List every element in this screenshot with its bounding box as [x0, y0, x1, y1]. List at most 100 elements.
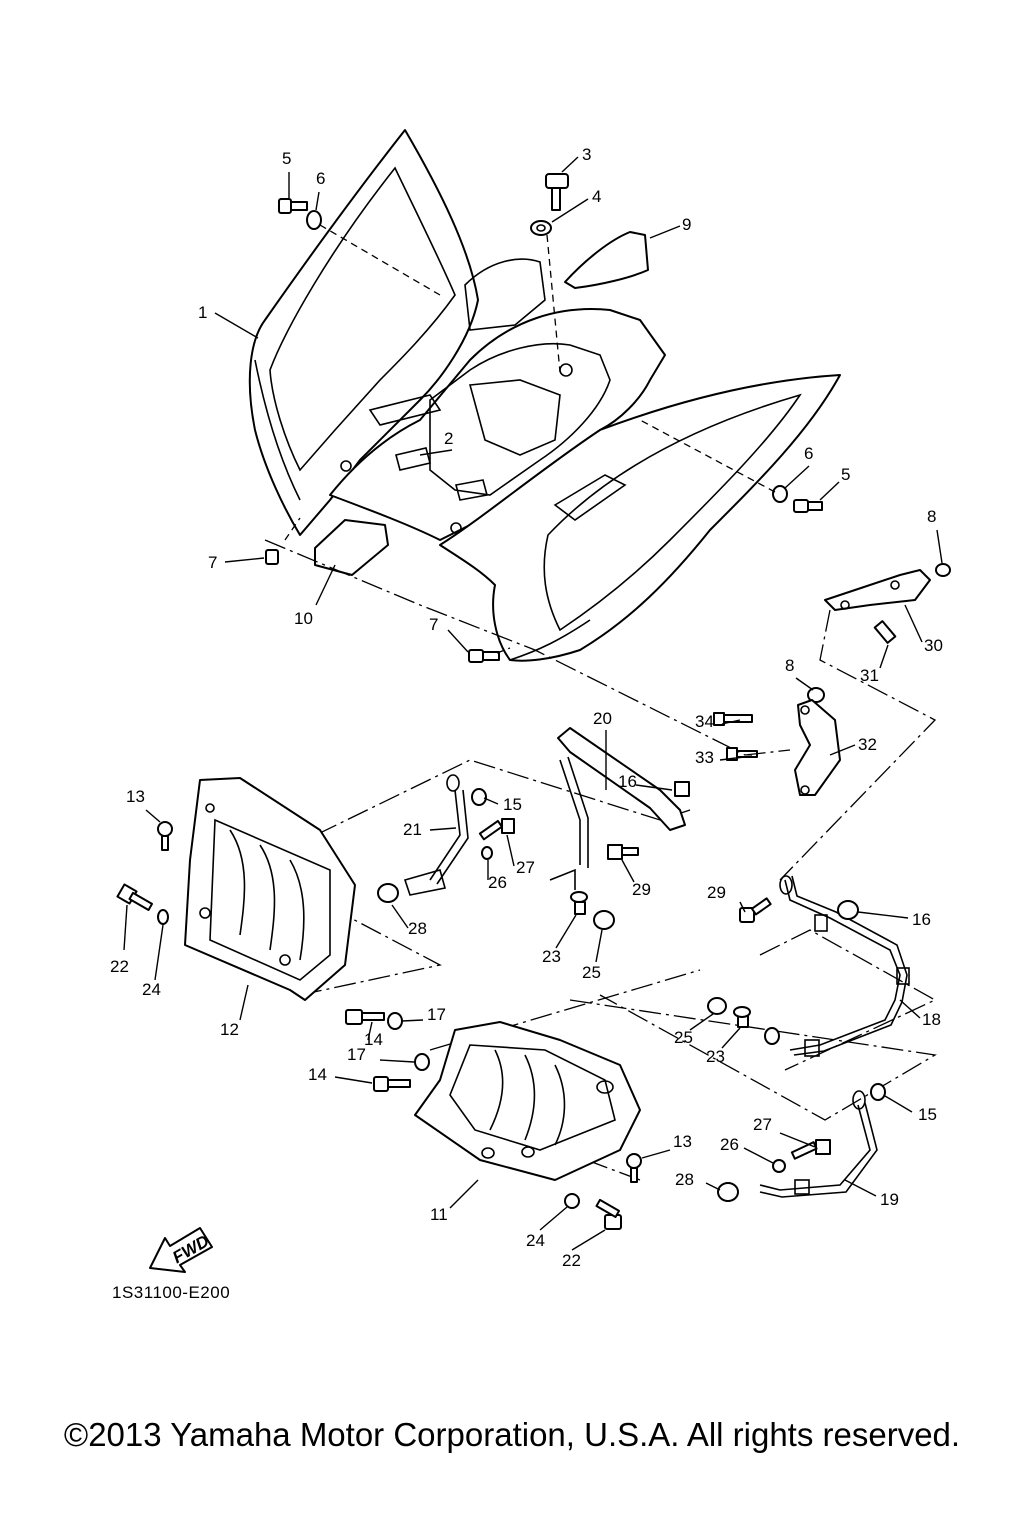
callout-leader-c25a [595, 929, 603, 963]
callout-label-c2: 2 [444, 429, 453, 448]
callout-leader-c34 [721, 719, 741, 725]
callout-leader-c5b [819, 481, 840, 501]
callout-label-c6a: 6 [316, 169, 325, 188]
callout-leader-c21 [429, 827, 457, 831]
callout-leader-c10 [315, 564, 336, 606]
rear-fender [248, 129, 841, 662]
callout-label-c3: 3 [582, 145, 591, 164]
callout-leader-c31 [879, 644, 889, 669]
callout-leader-c24b [539, 1206, 568, 1231]
callout-leader-c12 [239, 984, 249, 1021]
callout-leader-c8a [936, 529, 943, 564]
callout-label-c25b: 25 [674, 1028, 693, 1047]
callout-label-c5a: 5 [282, 149, 291, 168]
callout-leader-c23a [555, 914, 577, 949]
fastener-group-middle [377, 781, 690, 930]
callout-leader-c29a [621, 859, 635, 883]
callout-label-c21: 21 [403, 820, 422, 839]
callout-label-c6b: 6 [804, 444, 813, 463]
callout-label-c19: 19 [880, 1190, 899, 1209]
callout-leader-c29b [739, 901, 746, 913]
callout-label-c4: 4 [592, 187, 601, 206]
callout-label-c9: 9 [682, 215, 691, 234]
stay-brackets [403, 727, 686, 896]
callout-leader-c27a [506, 834, 515, 867]
callout-leader-c33 [719, 755, 753, 761]
callout-label-c10: 10 [294, 609, 313, 628]
callout-leader-c1 [214, 312, 259, 339]
callout-label-c7a: 7 [208, 553, 217, 572]
callout-leader-c28b [705, 1182, 721, 1191]
callout-leader-c15b [884, 1095, 913, 1113]
callout-label-c27b: 27 [753, 1115, 772, 1134]
callout-label-c28a: 28 [408, 919, 427, 938]
callout-leader-c30 [904, 604, 923, 643]
callout-leader-c2 [419, 449, 453, 456]
callout-leader-c16b [857, 911, 909, 919]
callout-label-c24a: 24 [142, 980, 161, 999]
callout-leader-c24a [154, 924, 164, 981]
callout-leader-c11 [449, 1179, 479, 1209]
callout-label-c33: 33 [695, 748, 714, 767]
callout-leader-c16a [635, 784, 673, 791]
callout-label-c13b: 13 [673, 1132, 692, 1151]
callout-label-c23a: 23 [542, 947, 561, 966]
callout-label-c15a: 15 [503, 795, 522, 814]
diagram-code: 1S31100-E200 [112, 1283, 231, 1302]
bracket-center [794, 699, 841, 796]
callout-leader-c28a [391, 904, 409, 929]
callout-label-c17a: 17 [427, 1005, 446, 1024]
callout-label-c34: 34 [695, 712, 714, 731]
callout-leader-c13a [145, 809, 161, 823]
callout-leader-c23b [721, 1027, 741, 1049]
callout-label-c25a: 25 [582, 963, 601, 982]
callout-leader-c17a [401, 1019, 424, 1022]
callout-leader-c22a [123, 904, 128, 951]
callout-label-c24b: 24 [526, 1231, 545, 1250]
callout-leader-c13b [641, 1149, 671, 1159]
callout-label-c16a: 16 [618, 772, 637, 791]
callout-label-c7b: 7 [429, 615, 438, 634]
mud-flap [314, 519, 389, 576]
callout-leader-c27b [779, 1132, 816, 1148]
callout-label-c22a: 22 [110, 957, 129, 976]
callout-label-c11: 11 [430, 1205, 448, 1224]
callout-leader-c32 [829, 744, 856, 756]
callout-label-c28b: 28 [675, 1170, 694, 1189]
callout-label-c32: 32 [858, 735, 877, 754]
seat-pad [564, 231, 649, 289]
callout-leader-c25b [689, 1013, 714, 1031]
callout-leader-c7a [224, 557, 265, 563]
footrest-guard-right [414, 1021, 641, 1181]
callout-layer: 1234556677889101112131314141515161617171… [110, 145, 943, 1270]
callout-label-c5b: 5 [841, 465, 850, 484]
copyright-notice: ©2013 Yamaha Motor Corporation, U.S.A. A… [63, 1416, 961, 1453]
callout-label-c29a: 29 [632, 880, 651, 899]
callout-leader-c19 [844, 1179, 877, 1197]
callout-label-c26b: 26 [720, 1135, 739, 1154]
callout-label-c14a: 14 [364, 1030, 383, 1049]
callout-leader-c4 [551, 198, 589, 223]
footrest-guard-left [184, 777, 356, 1001]
callout-leader-c14b [334, 1076, 373, 1084]
callout-label-c14b: 14 [308, 1065, 327, 1084]
callout-label-c18: 18 [922, 1010, 941, 1029]
forward-direction-arrow: FWD [149, 1227, 213, 1273]
callout-leader-c6a [315, 191, 320, 211]
callout-leader-c15a [483, 797, 499, 805]
callout-label-c8a: 8 [927, 507, 936, 526]
stay-brackets-right [759, 875, 910, 1198]
callout-leader-c17b [379, 1059, 415, 1063]
callout-leader-c14a [367, 1021, 373, 1041]
callout-label-c20: 20 [593, 709, 612, 728]
callout-label-c30: 30 [924, 636, 943, 655]
callout-leader-c22b [571, 1229, 606, 1251]
callout-label-c13a: 13 [126, 787, 145, 806]
callout-label-c1: 1 [198, 303, 207, 322]
callout-leader-c26b [743, 1147, 774, 1164]
callout-label-c29b: 29 [707, 883, 726, 902]
callout-label-c23b: 23 [706, 1047, 725, 1066]
callout-label-c27a: 27 [516, 858, 535, 877]
callout-leader-c8b [795, 677, 814, 691]
